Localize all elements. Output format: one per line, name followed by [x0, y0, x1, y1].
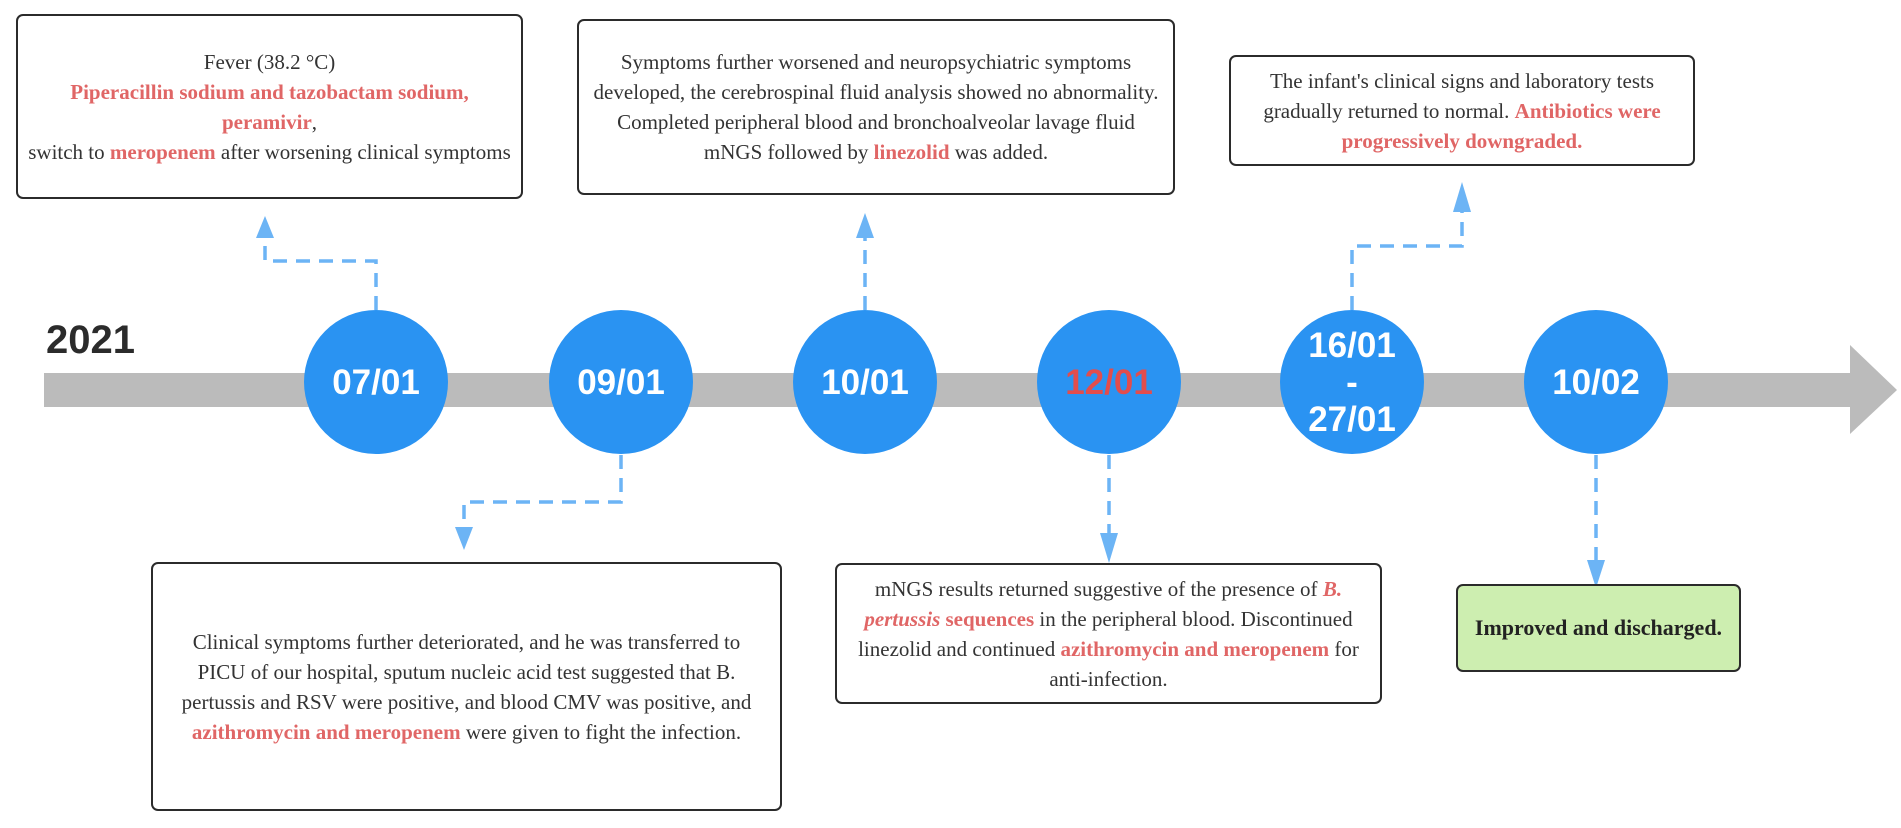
event-0701-line1: Fever (38.2 °C) — [203, 49, 336, 74]
date-node-1002: 10/02 — [1524, 310, 1668, 454]
date-range-label: 16/01 - 27/01 — [1308, 327, 1396, 438]
date-label: 10/02 — [1552, 362, 1640, 402]
drug-azithromycin-meropenem: azithromycin and meropenem — [1060, 636, 1330, 661]
date-node-1001: 10/01 — [793, 310, 937, 454]
drug-azithromycin-meropenem: azithromycin and meropenem — [191, 719, 461, 744]
date-node-0901: 09/01 — [549, 310, 693, 454]
date-range-start: 16/01 — [1308, 325, 1396, 365]
arrowhead-0901 — [455, 527, 473, 550]
date-label: 07/01 — [332, 362, 420, 402]
arrowhead-1601 — [1453, 182, 1471, 212]
arrowhead-1201 — [1100, 533, 1118, 563]
year-label: 2021 — [46, 318, 135, 362]
arrowhead-1002 — [1587, 560, 1605, 588]
date-label: 09/01 — [577, 362, 665, 402]
date-node-1601-2701: 16/01 - 27/01 — [1280, 310, 1424, 454]
drug-meropenem: meropenem — [109, 139, 216, 164]
event-box-0901: Clinical symptoms further deteriorated, … — [151, 562, 782, 811]
antibiotics-downgraded: Antibiotics were progressively downgrade… — [1341, 98, 1661, 153]
connector-1601 — [1350, 210, 1464, 310]
date-node-0701: 07/01 — [304, 310, 448, 454]
organism-b-pertussis: B. pertussis — [864, 576, 1343, 631]
sequences-label: sequences — [940, 606, 1035, 631]
event-box-1001: Symptoms further worsened and neuropsych… — [577, 19, 1175, 195]
arrowhead-1001 — [856, 213, 874, 238]
discharge-box: Improved and discharged. — [1456, 584, 1741, 672]
event-box-1601-2701: The infant's clinical signs and laborato… — [1229, 55, 1695, 166]
date-range-dash: - — [1346, 362, 1358, 402]
drug-linezolid: linezolid — [873, 140, 950, 164]
timeline-arrowhead — [1850, 345, 1897, 434]
date-node-1201: 12/01 — [1037, 310, 1181, 454]
connector-0901 — [462, 455, 623, 529]
date-label-highlighted: 12/01 — [1065, 362, 1153, 402]
drug-piperacillin: Piperacillin sodium and tazobactam sodiu… — [70, 79, 464, 104]
drug-peramivir: peramivir — [221, 109, 312, 134]
date-range-end: 27/01 — [1308, 399, 1396, 439]
date-label: 10/01 — [821, 362, 909, 402]
event-box-1201: mNGS results returned suggestive of the … — [835, 563, 1382, 704]
connector-0701 — [263, 236, 378, 310]
event-box-0701: Fever (38.2 °C) Piperacillin sodium and … — [16, 14, 523, 199]
arrowhead-0701 — [256, 216, 274, 238]
discharge-text: Improved and discharged. — [1474, 615, 1723, 640]
